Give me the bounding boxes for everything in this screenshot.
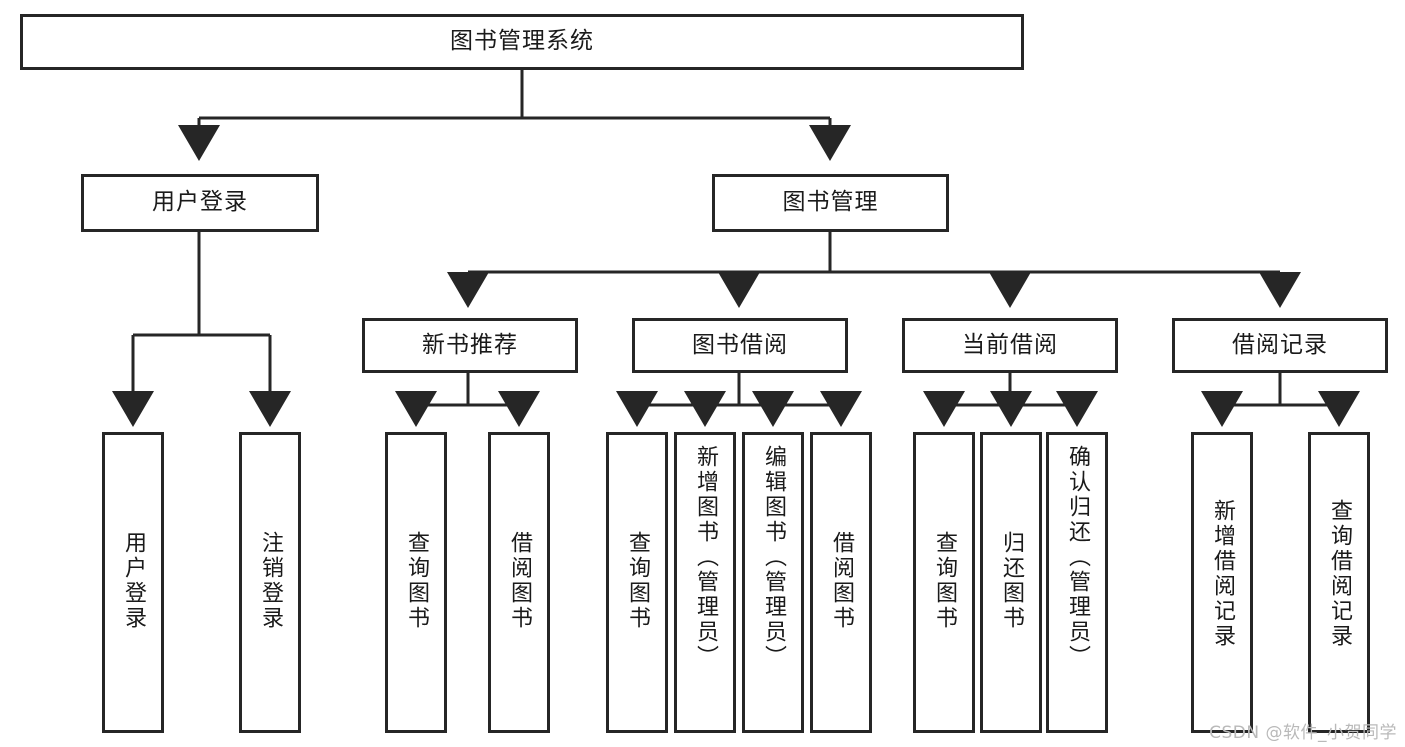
node-leaf-confirm-return-admin[interactable]: 确认归还（管理员） bbox=[1046, 432, 1108, 733]
node-leaf-add-borrow-record[interactable]: 新增借阅记录 bbox=[1191, 432, 1253, 733]
node-new-book-recommend[interactable]: 新书推荐 bbox=[362, 318, 578, 373]
node-leaf-query-book-recommend[interactable]: 查询图书 bbox=[385, 432, 447, 733]
node-leaf-query-book-current[interactable]: 查询图书 bbox=[913, 432, 975, 733]
node-label: 新增图书（管理员） bbox=[693, 445, 718, 670]
node-label: 查询图书 bbox=[932, 531, 957, 631]
node-label: 归还图书 bbox=[999, 531, 1024, 631]
node-label: 图书管理 bbox=[782, 189, 879, 216]
node-label: 图书借阅 bbox=[692, 331, 788, 358]
node-label: 查询借阅记录 bbox=[1327, 499, 1352, 649]
node-root-book-management-system[interactable]: 图书管理系统 bbox=[20, 14, 1024, 70]
node-leaf-query-borrow-record[interactable]: 查询借阅记录 bbox=[1308, 432, 1370, 733]
node-leaf-query-book-borrow[interactable]: 查询图书 bbox=[606, 432, 668, 733]
node-label: 新增借阅记录 bbox=[1210, 499, 1235, 649]
node-label: 用户登录 bbox=[152, 189, 248, 216]
node-label: 借阅记录 bbox=[1232, 331, 1328, 358]
node-label: 图书管理系统 bbox=[450, 28, 594, 55]
node-label: 确认归还（管理员） bbox=[1065, 445, 1090, 670]
node-book-borrow[interactable]: 图书借阅 bbox=[632, 318, 848, 373]
node-label: 新书推荐 bbox=[422, 331, 518, 358]
node-current-borrow[interactable]: 当前借阅 bbox=[902, 318, 1118, 373]
node-label: 查询图书 bbox=[625, 531, 650, 631]
node-borrow-record[interactable]: 借阅记录 bbox=[1172, 318, 1388, 373]
node-leaf-borrow-book[interactable]: 借阅图书 bbox=[810, 432, 872, 733]
node-label: 借阅图书 bbox=[507, 531, 532, 631]
watermark-csdn: CSDN @软件_小贺同学 bbox=[1209, 723, 1397, 743]
node-label: 查询图书 bbox=[404, 531, 429, 631]
node-label: 借阅图书 bbox=[829, 531, 854, 631]
node-leaf-return-book[interactable]: 归还图书 bbox=[980, 432, 1042, 733]
node-leaf-edit-book-admin[interactable]: 编辑图书（管理员） bbox=[742, 432, 804, 733]
node-label: 编辑图书（管理员） bbox=[761, 445, 786, 670]
node-leaf-add-book-admin[interactable]: 新增图书（管理员） bbox=[674, 432, 736, 733]
node-leaf-user-login[interactable]: 用户登录 bbox=[102, 432, 164, 733]
node-label: 用户登录 bbox=[121, 531, 146, 631]
node-user-login[interactable]: 用户登录 bbox=[81, 174, 319, 232]
node-leaf-borrow-book-recommend[interactable]: 借阅图书 bbox=[488, 432, 550, 733]
node-leaf-logout[interactable]: 注销登录 bbox=[239, 432, 301, 733]
node-label: 当前借阅 bbox=[962, 331, 1058, 358]
node-book-management[interactable]: 图书管理 bbox=[712, 174, 949, 232]
node-label: 注销登录 bbox=[258, 531, 283, 631]
